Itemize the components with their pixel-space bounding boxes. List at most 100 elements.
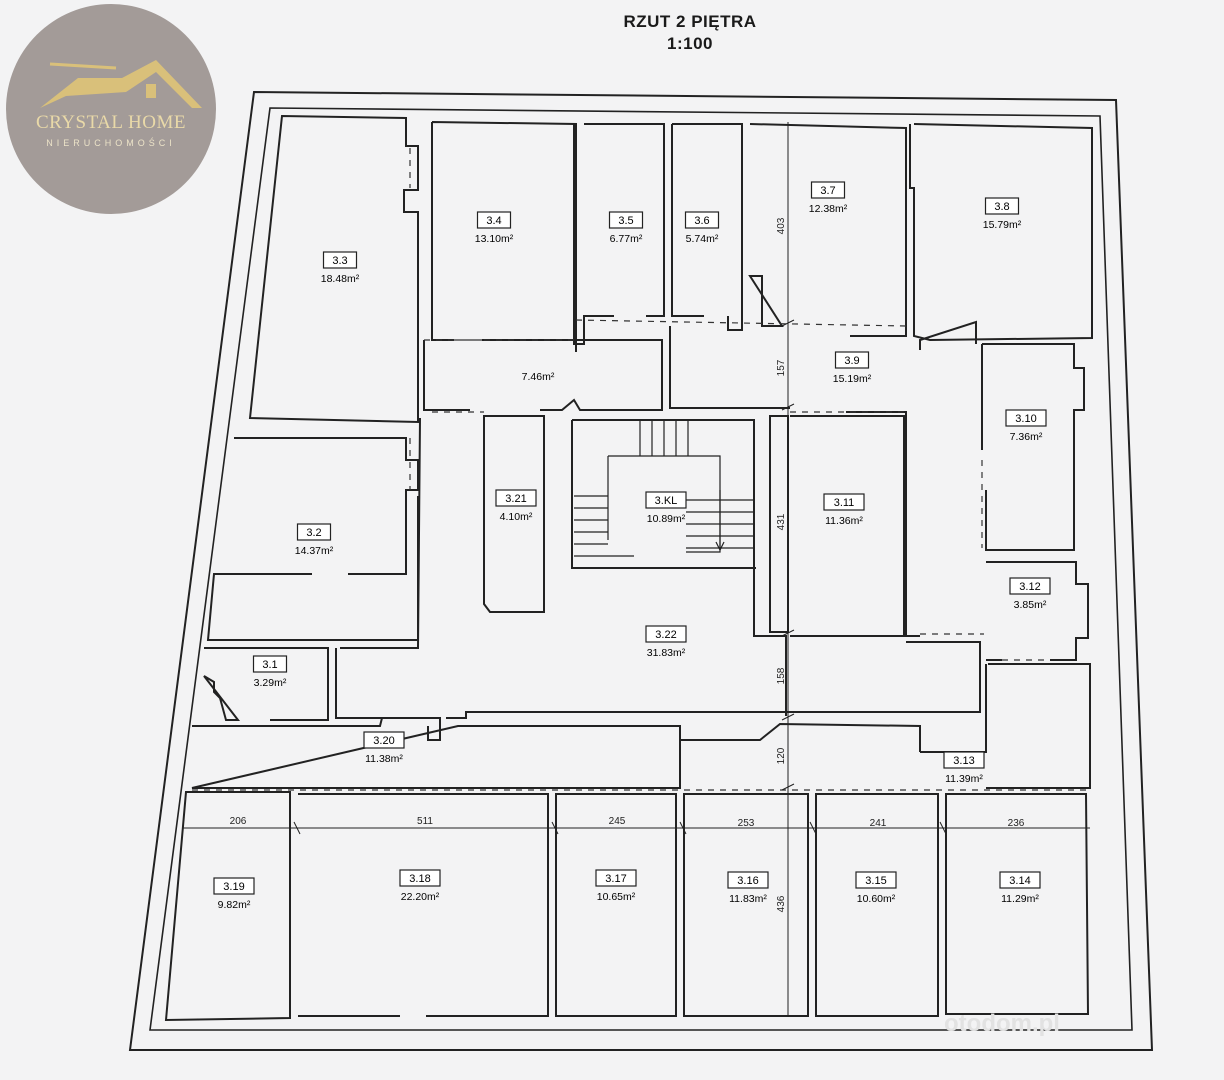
- corridor-3.22: [335, 417, 981, 719]
- dim-v-2: 431: [776, 513, 787, 530]
- room-outline-3.3: [248, 114, 419, 424]
- room-number: 3.2: [306, 527, 321, 539]
- room-area: 15.19m²: [833, 373, 872, 385]
- dim-h-2: 245: [609, 816, 626, 827]
- room-label-box: [727, 871, 769, 889]
- dim-v-0: 403: [776, 217, 787, 234]
- room-area: 3.85m²: [1014, 599, 1047, 611]
- plan-scale: 1:100: [667, 34, 713, 53]
- room-outline-3.13: [920, 663, 1091, 789]
- room-outline-3.12: [986, 561, 1089, 661]
- corridor-3.20: [191, 717, 681, 789]
- room-number: 3.18: [409, 873, 430, 885]
- room-number: 3.8: [994, 201, 1009, 213]
- room-outline-3.9: [669, 320, 977, 637]
- logo-brand: CRYSTAL HOME: [36, 112, 186, 133]
- room-outline-3.10: [981, 343, 1085, 551]
- room-outline-3.21: [483, 415, 545, 613]
- room-number: 3.22: [655, 629, 676, 641]
- room-area: 10.89m²: [647, 513, 686, 525]
- room-outline-3.15: [815, 793, 939, 1017]
- dimension-ticks: [293, 319, 947, 835]
- room-area: 7.36m²: [1010, 431, 1043, 443]
- dim-h-3: 253: [738, 818, 755, 829]
- room-label-box: [834, 351, 870, 369]
- inner-wall: [149, 107, 1133, 1031]
- room-label-box: [823, 493, 865, 511]
- room-outline-3.5: [573, 123, 665, 345]
- room-number: 3.10: [1015, 413, 1036, 425]
- room-area: 3.29m²: [254, 677, 287, 689]
- outer-wall: [128, 90, 1154, 1051]
- room-area: 9.82m²: [218, 899, 251, 911]
- room-label-box: [322, 251, 358, 269]
- room-outline-3.8: [909, 123, 1093, 342]
- room-labels: 3.13.29m²3.214.37m²3.318.48m²3.413.10m²3…: [213, 181, 1051, 911]
- room-area: 11.38m²: [365, 753, 403, 765]
- room-number: 3.14: [1009, 875, 1030, 887]
- room-area: 11.83m²: [729, 893, 767, 905]
- logo-subtitle: NIERUCHOMOŚCI: [46, 138, 176, 148]
- watermark: otodom.pl: [944, 1010, 1060, 1037]
- plan-title: RZUT 2 PIĘTRA: [623, 12, 757, 31]
- dim-h-0: 206: [230, 816, 247, 827]
- room-label-box: [810, 181, 846, 199]
- room-outline-3.1: [203, 647, 329, 721]
- room-number: 3.12: [1019, 581, 1040, 593]
- dim-v-5: 436: [776, 895, 787, 912]
- room-label-box: [252, 655, 288, 673]
- room-area: 31.83m²: [647, 647, 686, 659]
- room-label-box: [399, 869, 441, 887]
- corridor-right: [680, 722, 921, 752]
- room-number: 3.20: [373, 735, 394, 747]
- stair-steps: [574, 420, 754, 557]
- dim-v-1: 157: [776, 359, 787, 376]
- room-area: 12.38m²: [809, 203, 848, 215]
- room-number: 3.15: [865, 875, 886, 887]
- room-label-box: [296, 523, 332, 541]
- room-number: 3.1: [262, 659, 277, 671]
- room-label-box: [1009, 577, 1051, 595]
- room-label-box: [999, 871, 1041, 889]
- room-outline-3.19: [164, 791, 291, 1022]
- room-label-box: [495, 489, 537, 507]
- room-area: 11.29m²: [1001, 893, 1039, 905]
- stair-arrow: [715, 490, 725, 552]
- corridor-7.46: [423, 339, 663, 411]
- room-number: 3.21: [505, 493, 526, 505]
- room-label-box: [476, 211, 512, 229]
- room-number: 3.7: [820, 185, 835, 197]
- room-area: 4.10m²: [500, 511, 533, 523]
- room-number: 3.9: [844, 355, 859, 367]
- dim-v-3: 158: [776, 667, 787, 684]
- company-logo: CRYSTAL HOME NIERUCHOMOŚCI: [6, 4, 216, 214]
- dim-v-4: 120: [776, 747, 787, 764]
- room-label-box: [684, 211, 720, 229]
- room-outline-3.17: [555, 793, 677, 1017]
- room-label-box: [645, 625, 687, 643]
- room-outline-3.14: [945, 793, 1090, 1015]
- room-label-box: [1005, 409, 1047, 427]
- door-line: [192, 148, 1090, 791]
- room-area: 5.74m²: [686, 233, 719, 245]
- room-label-box: [984, 197, 1020, 215]
- room-number: 3.5: [618, 215, 633, 227]
- room-outline-3.4: [431, 121, 577, 341]
- room-label-box: [213, 877, 255, 895]
- dim-h-5: 236: [1008, 818, 1025, 829]
- room-area: 22.20m²: [401, 891, 440, 903]
- room-number: 3.4: [486, 215, 501, 227]
- room-area: 14.37m²: [295, 545, 334, 557]
- room-label-box: [855, 871, 897, 889]
- room-label-box: [595, 869, 637, 887]
- room-area: 15.79m²: [983, 219, 1022, 231]
- room-area: 13.10m²: [475, 233, 514, 245]
- room-label-box: [943, 751, 985, 769]
- house-roof-icon: [40, 60, 202, 108]
- room-outline-3.16: [683, 793, 809, 1017]
- room-area: 11.39m²: [945, 773, 983, 785]
- stair-well: [571, 419, 787, 716]
- room-number: 3.13: [953, 755, 974, 767]
- room-label-box: [645, 491, 687, 509]
